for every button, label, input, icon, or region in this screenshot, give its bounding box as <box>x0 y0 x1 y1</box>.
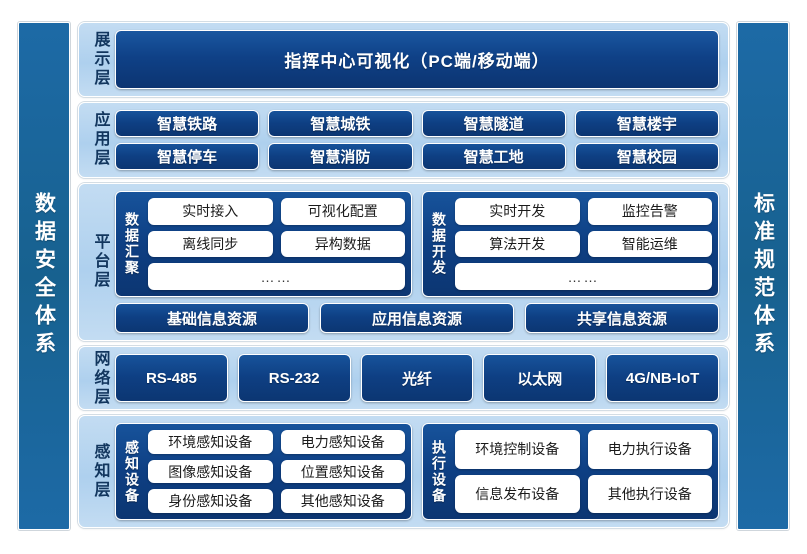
platform-group-aggregation-label: 数据汇聚 <box>124 211 140 276</box>
sensor-item-image[interactable]: 图像感知设备 <box>148 459 273 484</box>
resource-item-application-info[interactable]: 应用信息资源 <box>320 303 514 334</box>
app-item-smart-construction-site[interactable]: 智慧工地 <box>421 142 566 170</box>
sensors-row-2: 图像感知设备 位置感知设备 <box>148 459 405 484</box>
layer-network-body: RS-485 RS-232 光纤 以太网 4G/NB-IoT <box>115 354 719 403</box>
application-row-2: 智慧停车 智慧消防 智慧工地 智慧校园 <box>115 142 719 170</box>
aggregation-item-offline-sync[interactable]: 离线同步 <box>148 230 273 258</box>
resource-item-shared-info[interactable]: 共享信息资源 <box>525 303 719 334</box>
sensing-group-sensors-grid: 环境感知设备 电力感知设备 图像感知设备 位置感知设备 身份感知设备 其他感知设… <box>148 430 405 514</box>
platform-group-data-aggregation: 数据汇聚 实时接入 可视化配置 离线同步 异构数据 …… <box>115 190 412 298</box>
layer-platform-body: 数据汇聚 实时接入 可视化配置 离线同步 异构数据 …… <box>115 190 719 334</box>
layer-application: 应用层 智慧铁路 智慧城铁 智慧隧道 智慧楼宇 智慧停车 智慧消防 智慧工地 智… <box>78 101 729 178</box>
left-pillar-data-security: 数据安全体系 <box>18 22 70 530</box>
application-row-1: 智慧铁路 智慧城铁 智慧隧道 智慧楼宇 <box>115 109 719 137</box>
sensor-item-identity[interactable]: 身份感知设备 <box>148 489 273 514</box>
network-item-rs485[interactable]: RS-485 <box>115 354 228 403</box>
network-item-fiber[interactable]: 光纤 <box>360 354 474 403</box>
development-row-1: 实时开发 监控告警 <box>455 197 712 225</box>
platform-group-development-label: 数据开发 <box>431 211 447 276</box>
sensor-item-power[interactable]: 电力感知设备 <box>280 430 405 454</box>
platform-group-data-development: 数据开发 实时开发 监控告警 算法开发 智能运维 …… <box>422 190 719 298</box>
development-item-realtime-dev[interactable]: 实时开发 <box>455 197 580 225</box>
development-item-more[interactable]: …… <box>455 263 712 291</box>
app-item-smart-tunnel[interactable]: 智慧隧道 <box>421 109 566 137</box>
sensing-group-sensors: 感知设备 环境感知设备 电力感知设备 图像感知设备 位置感知设备 <box>115 423 412 521</box>
app-item-smart-metro[interactable]: 智慧城铁 <box>268 109 413 137</box>
display-banner[interactable]: 指挥中心可视化（PC端/移动端） <box>115 30 719 89</box>
layer-sensing-body: 感知设备 环境感知设备 电力感知设备 图像感知设备 位置感知设备 <box>115 423 719 521</box>
sensing-groups: 感知设备 环境感知设备 电力感知设备 图像感知设备 位置感知设备 <box>115 423 719 521</box>
actuator-item-power-execution[interactable]: 电力执行设备 <box>587 430 712 469</box>
platform-group-aggregation-grid: 实时接入 可视化配置 离线同步 异构数据 …… <box>148 197 405 291</box>
platform-group-development-grid: 实时开发 监控告警 算法开发 智能运维 …… <box>455 197 712 291</box>
sensors-row-1: 环境感知设备 电力感知设备 <box>148 430 405 454</box>
layer-sensing-label: 感知层 <box>91 443 109 501</box>
layer-stack: 展示层 指挥中心可视化（PC端/移动端） 应用层 智慧铁路 智慧城铁 智慧隧道 … <box>78 22 729 529</box>
aggregation-row-3: …… <box>148 263 405 291</box>
actuators-row-2: 信息发布设备 其他执行设备 <box>455 474 712 514</box>
left-pillar-label: 数据安全体系 <box>32 192 56 360</box>
layer-display-body: 指挥中心可视化（PC端/移动端） <box>115 30 719 89</box>
layer-platform: 平台层 数据汇聚 实时接入 可视化配置 离线同步 异构 <box>78 182 729 342</box>
actuators-row-1: 环境控制设备 电力执行设备 <box>455 430 712 469</box>
aggregation-item-visual-config[interactable]: 可视化配置 <box>280 197 405 225</box>
sensor-item-position[interactable]: 位置感知设备 <box>280 459 405 484</box>
app-item-smart-railway[interactable]: 智慧铁路 <box>115 109 260 137</box>
layer-application-label: 应用层 <box>91 111 109 169</box>
layer-display-label: 展示层 <box>91 30 109 88</box>
platform-resource-row: 基础信息资源 应用信息资源 共享信息资源 <box>115 303 719 334</box>
resource-item-basic-info[interactable]: 基础信息资源 <box>115 303 309 334</box>
layer-display: 展示层 指挥中心可视化（PC端/移动端） <box>78 22 729 97</box>
development-row-3: …… <box>455 263 712 291</box>
sensing-group-sensors-label: 感知设备 <box>124 439 140 504</box>
development-item-monitor-alarm[interactable]: 监控告警 <box>587 197 712 225</box>
actuator-item-info-publishing[interactable]: 信息发布设备 <box>455 474 580 514</box>
development-item-intelligent-ops[interactable]: 智能运维 <box>587 230 712 258</box>
aggregation-item-more[interactable]: …… <box>148 263 405 291</box>
aggregation-row-1: 实时接入 可视化配置 <box>148 197 405 225</box>
network-item-ethernet[interactable]: 以太网 <box>483 354 597 403</box>
sensing-group-actuators-label: 执行设备 <box>431 439 447 504</box>
app-item-smart-parking[interactable]: 智慧停车 <box>115 142 260 170</box>
right-pillar-standards: 标准规范体系 <box>737 22 789 530</box>
right-pillar-label: 标准规范体系 <box>751 192 775 360</box>
app-item-smart-building[interactable]: 智慧楼宇 <box>574 109 719 137</box>
actuator-item-environment-control[interactable]: 环境控制设备 <box>455 430 580 469</box>
app-item-smart-firefighting[interactable]: 智慧消防 <box>268 142 413 170</box>
sensors-row-3: 身份感知设备 其他感知设备 <box>148 489 405 514</box>
aggregation-item-realtime-ingest[interactable]: 实时接入 <box>148 197 273 225</box>
development-item-algorithm-dev[interactable]: 算法开发 <box>455 230 580 258</box>
aggregation-row-2: 离线同步 异构数据 <box>148 230 405 258</box>
layer-sensing: 感知层 感知设备 环境感知设备 电力感知设备 图像感知设备 <box>78 415 729 529</box>
platform-groups: 数据汇聚 实时接入 可视化配置 离线同步 异构数据 …… <box>115 190 719 298</box>
sensing-group-actuators: 执行设备 环境控制设备 电力执行设备 信息发布设备 其他执行设备 <box>422 423 719 521</box>
layer-network: 网络层 RS-485 RS-232 光纤 以太网 4G/NB-IoT <box>78 346 729 411</box>
network-row: RS-485 RS-232 光纤 以太网 4G/NB-IoT <box>115 354 719 403</box>
network-item-rs232[interactable]: RS-232 <box>237 354 351 403</box>
layer-application-body: 智慧铁路 智慧城铁 智慧隧道 智慧楼宇 智慧停车 智慧消防 智慧工地 智慧校园 <box>115 109 719 170</box>
sensor-item-other[interactable]: 其他感知设备 <box>280 489 405 514</box>
layer-network-label: 网络层 <box>91 349 109 407</box>
network-item-4g-nbiot[interactable]: 4G/NB-IoT <box>606 354 719 403</box>
sensor-item-environment[interactable]: 环境感知设备 <box>148 430 273 454</box>
development-row-2: 算法开发 智能运维 <box>455 230 712 258</box>
app-item-smart-campus[interactable]: 智慧校园 <box>574 142 719 170</box>
sensing-group-actuators-grid: 环境控制设备 电力执行设备 信息发布设备 其他执行设备 <box>455 430 712 514</box>
aggregation-item-heterogeneous-data[interactable]: 异构数据 <box>280 230 405 258</box>
layer-platform-label: 平台层 <box>91 233 109 291</box>
actuator-item-other[interactable]: 其他执行设备 <box>587 474 712 514</box>
